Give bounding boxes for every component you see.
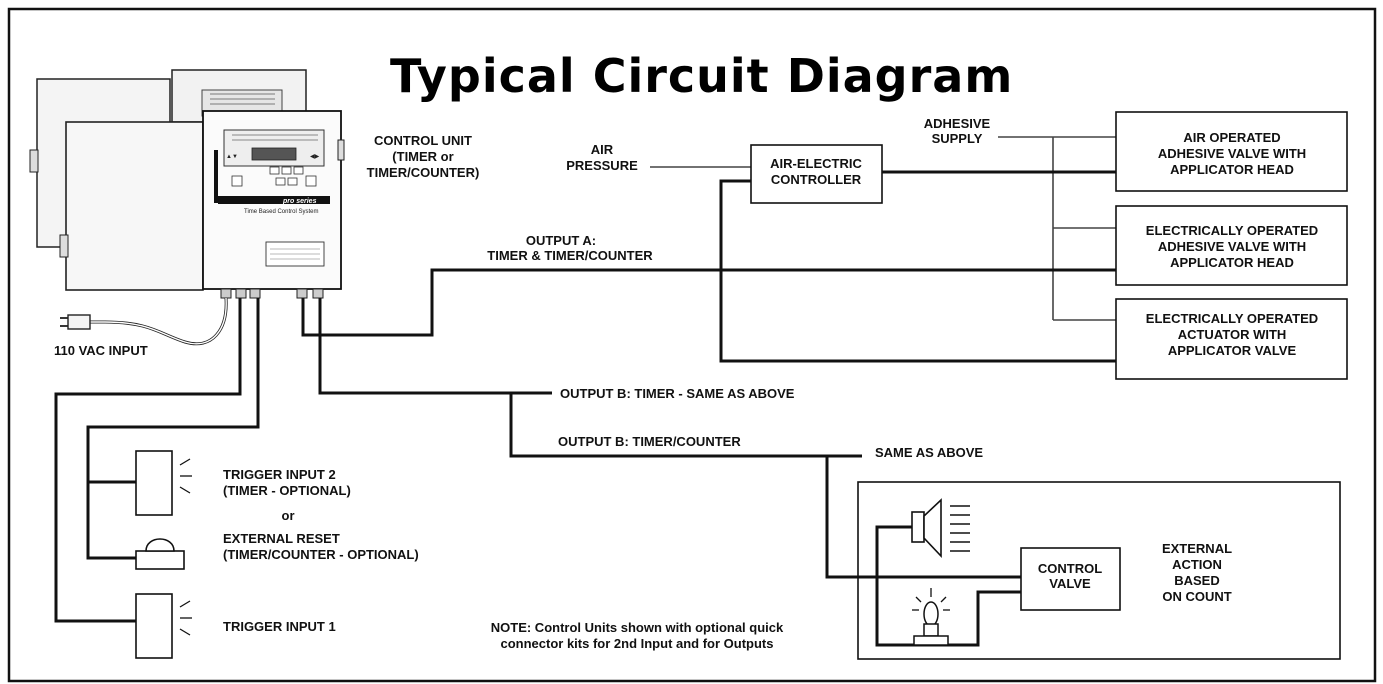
output-a-wire	[301, 268, 1116, 337]
control-unit-subbrand: Time Based Control System	[244, 209, 318, 215]
control-unit-brand: pro series	[282, 198, 317, 205]
trigger-input-2-label: TRIGGER INPUT 2 (TIMER - OPTIONAL)	[223, 467, 351, 498]
output-a-branch-wire	[719, 179, 1116, 363]
device-electric-actuator: ELECTRICALLY OPERATED ACTUATOR WITH APPL…	[1115, 298, 1348, 380]
svg-text:SUPPLY: SUPPLY	[932, 131, 983, 146]
svg-text:CONTROL UNIT: CONTROL UNIT	[374, 133, 472, 148]
adhesive-supply-lines	[998, 136, 1116, 321]
svg-text:EXTERNAL: EXTERNAL	[1162, 541, 1232, 556]
svg-text:ADHESIVE VALVE WITH: ADHESIVE VALVE WITH	[1158, 239, 1306, 254]
svg-text:◀▶: ◀▶	[310, 154, 320, 160]
air-electric-controller-box	[750, 144, 883, 204]
external-reset-label: EXTERNAL RESET (TIMER/COUNTER - OPTIONAL…	[223, 531, 419, 562]
or-label: or	[282, 508, 295, 523]
external-action-label: EXTERNAL ACTION BASED ON COUNT	[1162, 541, 1232, 604]
device-air-operated-valve: AIR OPERATED ADHESIVE VALVE WITH APPLICA…	[1115, 111, 1348, 192]
svg-text:VALVE: VALVE	[1049, 576, 1091, 591]
power-input-label: 110 VAC INPUT	[54, 343, 148, 358]
output-b-timer-label: OUTPUT B: TIMER - SAME AS ABOVE	[560, 386, 795, 401]
same-as-above-label: SAME AS ABOVE	[875, 445, 983, 460]
control-unit-illustration: ▲▼ ◀▶ pro series Time Based Control Syst…	[29, 69, 345, 346]
svg-text:connector kits for 2nd Input a: connector kits for 2nd Input and for Out…	[501, 636, 774, 651]
svg-text:(TIMER/COUNTER - OPTIONAL): (TIMER/COUNTER - OPTIONAL)	[223, 547, 419, 562]
svg-text:ON COUNT: ON COUNT	[1162, 589, 1231, 604]
svg-text:AIR OPERATED: AIR OPERATED	[1183, 130, 1280, 145]
diagram-frame	[7, 7, 1377, 683]
svg-text:NOTE: Control Units shown with: NOTE: Control Units shown with optional …	[491, 620, 784, 635]
warning-lamp-icon	[912, 588, 950, 646]
svg-text:ELECTRICALLY OPERATED: ELECTRICALLY OPERATED	[1146, 223, 1318, 238]
svg-text:APPLICATOR VALVE: APPLICATOR VALVE	[1168, 343, 1297, 358]
external-action-frame	[857, 481, 1341, 660]
control-unit-label: CONTROL UNIT (TIMER or TIMER/COUNTER)	[367, 133, 480, 180]
note-text: NOTE: Control Units shown with optional …	[491, 620, 784, 651]
trigger-input-1-sensor-icon	[135, 593, 192, 659]
horn-icon	[911, 498, 970, 559]
svg-text:APPLICATOR HEAD: APPLICATOR HEAD	[1170, 255, 1294, 270]
output-a-label: OUTPUT A: TIMER & TIMER/COUNTER	[487, 233, 653, 263]
svg-text:ACTION: ACTION	[1172, 557, 1222, 572]
adhesive-supply-label: ADHESIVE SUPPLY	[924, 116, 991, 146]
trigger-input-2-sensor-icon	[135, 450, 192, 516]
svg-text:APPLICATOR HEAD: APPLICATOR HEAD	[1170, 162, 1294, 177]
device-electric-adhesive-valve: ELECTRICALLY OPERATED ADHESIVE VALVE WIT…	[1115, 205, 1348, 286]
output-b-to-control-valve-wire	[825, 456, 1021, 579]
svg-text:PRESSURE: PRESSURE	[566, 158, 638, 173]
trigger-input-2-wire	[86, 298, 260, 560]
svg-text:ADHESIVE: ADHESIVE	[924, 116, 991, 131]
svg-text:TRIGGER INPUT 2: TRIGGER INPUT 2	[223, 467, 336, 482]
svg-text:(TIMER or: (TIMER or	[392, 149, 453, 164]
svg-text:ADHESIVE VALVE WITH: ADHESIVE VALVE WITH	[1158, 146, 1306, 161]
svg-text:ACTUATOR WITH: ACTUATOR WITH	[1178, 327, 1287, 342]
trigger-input-1-wire	[54, 298, 242, 623]
control-valve-box	[1020, 547, 1121, 611]
svg-text:AIR: AIR	[591, 142, 614, 157]
svg-text:ELECTRICALLY OPERATED: ELECTRICALLY OPERATED	[1146, 311, 1318, 326]
svg-text:OUTPUT A:: OUTPUT A:	[526, 233, 596, 248]
svg-text:BASED: BASED	[1174, 573, 1220, 588]
air-pressure-label: AIR PRESSURE	[566, 142, 638, 173]
svg-text:AIR-ELECTRIC: AIR-ELECTRIC	[770, 156, 862, 171]
air-electric-controller-label: AIR-ELECTRIC CONTROLLER	[770, 156, 862, 187]
svg-text:EXTERNAL RESET: EXTERNAL RESET	[223, 531, 340, 546]
svg-text:▲▼: ▲▼	[226, 154, 238, 160]
alarm-wire	[875, 525, 1021, 647]
reset-button-icon	[135, 538, 185, 570]
diagram-title: Typical Circuit Diagram	[390, 49, 1013, 103]
output-b-counter-wire	[509, 393, 862, 458]
output-b-main-wire	[318, 298, 552, 395]
svg-text:TIMER & TIMER/COUNTER: TIMER & TIMER/COUNTER	[487, 248, 653, 263]
svg-text:CONTROL: CONTROL	[1038, 561, 1102, 576]
output-b-counter-label: OUTPUT B: TIMER/COUNTER	[558, 434, 741, 449]
trigger-input-1-label: TRIGGER INPUT 1	[223, 619, 336, 634]
control-valve-label: CONTROL VALVE	[1038, 561, 1102, 591]
svg-text:CONTROLLER: CONTROLLER	[771, 172, 862, 187]
svg-text:TIMER/COUNTER): TIMER/COUNTER)	[367, 165, 480, 180]
svg-text:(TIMER - OPTIONAL): (TIMER - OPTIONAL)	[223, 483, 351, 498]
